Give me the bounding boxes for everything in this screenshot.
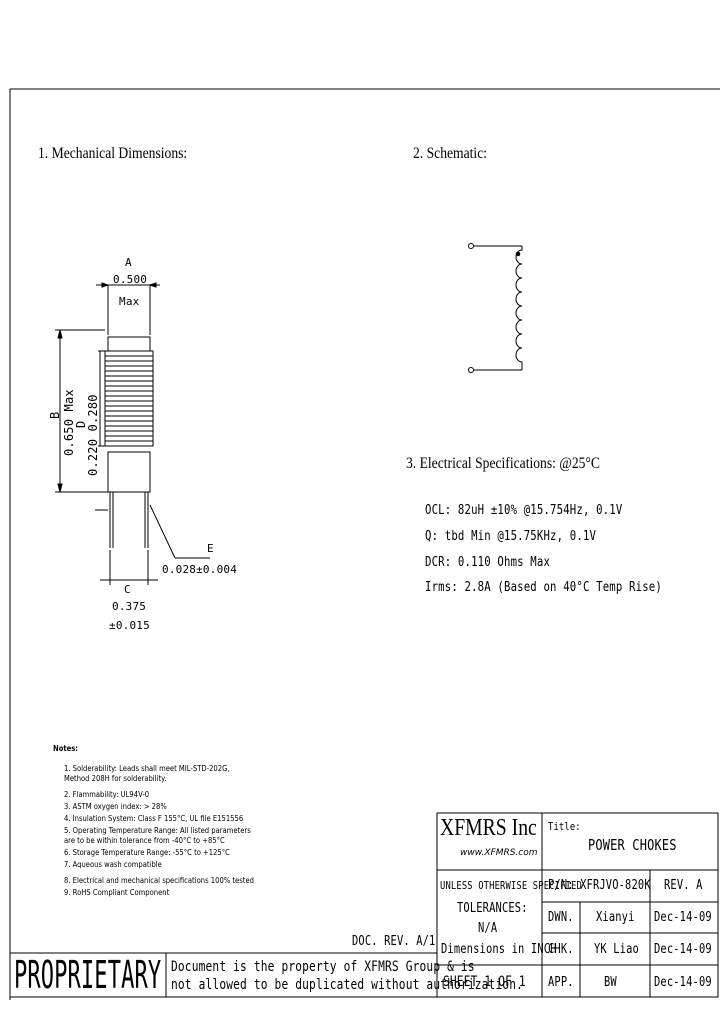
proprietary-line2: not allowed to be duplicated without aut… [171,977,524,993]
app-label: APP. [548,975,574,990]
dim-b-label: B [48,411,62,419]
drawing-title: POWER CHOKES [588,836,677,854]
dim-d-value: 0.220 0.280 [86,394,100,476]
tolerances-value: N/A [478,921,498,936]
doc-revision: DOC. REV. A/1 [352,934,436,949]
inductor-drawing [55,282,210,585]
company-website[interactable]: www.XFMRS.com [460,848,538,858]
schematic-title: 2. Schematic: [413,145,488,162]
coil-windings [104,350,154,447]
dim-e-label: E [207,542,214,555]
dwn-label: DWN. [548,910,574,925]
note-item: 5. Operating Temperature Range: All list… [64,826,251,835]
company-name: XFMRS Inc [440,815,537,841]
note-item: 3. ASTM oxygen index: > 28% [64,802,167,811]
spec-q: Q: tbd Min @15.75KHz, 0.1V [425,529,597,544]
dim-a-label: A [125,256,132,269]
dim-e-value: 0.028±0.004 [162,563,238,576]
proprietary-word: PROPRIETARY [14,953,162,997]
chk-label: CHK. [548,942,574,957]
mechanical-title: 1. Mechanical Dimensions: [38,145,188,162]
notes-list: 1. Solderability: Leads shall meet MIL-S… [64,764,287,898]
spec-dcr: DCR: 0.110 Ohms Max [425,555,551,570]
title-label: Title: [548,820,581,833]
note-item: 7. Aqueous wash compatible [64,860,162,869]
dim-c-value: 0.375 [112,600,147,613]
note-item: 9. RoHS Compliant Component [64,888,170,897]
chk-name: YK Liao [594,942,639,957]
dim-a-value: 0.500 [113,273,148,286]
sheet-number: SHEET 1 OF 1 [443,974,526,990]
note-item: are to be within tolerance from -40°C to… [64,836,225,845]
note-item: 2. Flammability: UL94V-0 [64,790,150,799]
spec-irms: Irms: 2.8A (Based on 40°C Temp Rise) [425,580,662,595]
dim-c-label: C [124,583,131,596]
dimensions-unit: Dimensions in INCH [441,942,557,957]
dim-c-tol: ±0.015 [109,619,150,632]
schematic-coil [468,243,523,373]
notes-heading: Notes: [53,744,78,753]
app-date: Dec-14-09 [654,975,712,990]
revision: REV. A [664,878,703,893]
part-number: P/N: XFRJVO-820K [548,878,651,893]
proprietary-line1: Document is the property of XFMRS Group … [171,959,475,975]
title-block-lines [10,812,719,998]
unless-specified: UNLESS OTHERWISE SPECIFIED [440,879,582,892]
electrical-title: 3. Electrical Specifications: @25°C [406,455,600,472]
dwn-date: Dec-14-09 [654,910,712,925]
dim-a-note: Max [119,295,140,308]
chk-date: Dec-14-09 [654,942,712,957]
dwn-name: Xianyi [596,910,635,925]
note-item: 1. Solderability: Leads shall meet MIL-S… [64,764,230,773]
note-item: Method 208H for solderability. [64,774,167,783]
app-name: BW [604,975,617,990]
note-item: 6. Storage Temperature Range: -55°C to +… [64,848,230,857]
spec-ocl: OCL: 82uH ±10% @15.754Hz, 0.1V [425,503,623,518]
note-item: 8. Electrical and mechanical specificati… [64,876,254,885]
note-item: 4. Insulation System: Class F 155°C, UL … [64,814,244,823]
tolerances-label: TOLERANCES: [457,901,528,916]
